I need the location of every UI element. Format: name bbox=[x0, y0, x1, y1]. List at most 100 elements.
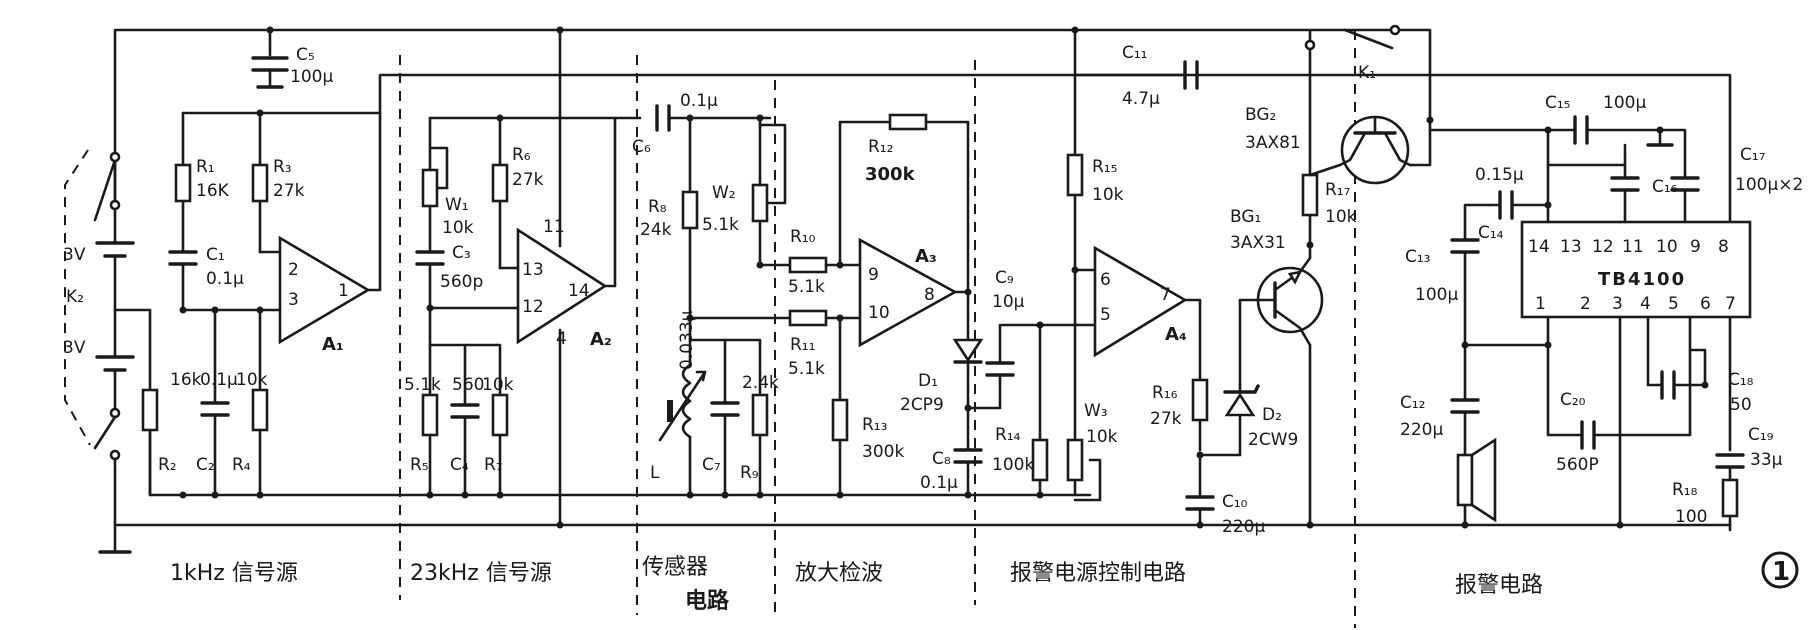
r13-label: R₁₃ bbox=[862, 415, 887, 435]
c4-label: C₄ bbox=[450, 455, 469, 475]
c9-value: 10μ bbox=[992, 292, 1025, 312]
a1-pin-1: 1 bbox=[338, 281, 349, 301]
c17-label: C₁₇ bbox=[1740, 145, 1766, 165]
c18-value: 50 bbox=[1730, 395, 1752, 415]
c2-label: C₂ bbox=[196, 455, 215, 475]
d2-label: D₂ bbox=[1262, 405, 1282, 425]
c15-label: C₁₅ bbox=[1545, 93, 1571, 113]
w1-value: 10k bbox=[442, 218, 474, 238]
d1-label: D₁ bbox=[918, 371, 938, 391]
c3-label: C₃ bbox=[452, 243, 471, 263]
caption-power-control: 报警电源控制电路 bbox=[1010, 561, 1186, 586]
r8-value: 24k bbox=[640, 220, 672, 240]
r5-value: 5.1k bbox=[404, 375, 441, 395]
supply-rails bbox=[98, 28, 1732, 554]
a2-label: A₂ bbox=[590, 329, 612, 350]
r6-label: R₆ bbox=[512, 145, 531, 165]
c20-value: 560P bbox=[1556, 455, 1599, 475]
caption-sensor: 传感器 bbox=[642, 555, 708, 580]
svg-text:9: 9 bbox=[1690, 237, 1701, 257]
a1-pin-2: 2 bbox=[288, 260, 299, 280]
r9-label: R₉ bbox=[740, 463, 759, 483]
r4-value: 10k bbox=[236, 370, 268, 390]
c8-label: C₈ bbox=[932, 449, 951, 469]
r17-value: 10k bbox=[1325, 207, 1357, 227]
svg-text:14: 14 bbox=[1528, 237, 1550, 257]
svg-text:5: 5 bbox=[1668, 294, 1679, 314]
a3-pin-9: 9 bbox=[868, 265, 879, 285]
c15-value: 100μ bbox=[1603, 93, 1646, 113]
w2-value: 5.1k bbox=[702, 215, 739, 235]
a4-pin-7: 7 bbox=[1160, 285, 1171, 305]
d2-value: 2CW9 bbox=[1248, 430, 1298, 450]
r3-label: R₃ bbox=[273, 157, 292, 177]
c12-label: C₁₂ bbox=[1400, 393, 1426, 413]
a2-pin-4: 4 bbox=[556, 329, 567, 349]
c20-label: C₂₀ bbox=[1560, 390, 1586, 410]
a1-label: A₁ bbox=[322, 334, 344, 355]
c13-label: C₁₃ bbox=[1405, 247, 1431, 267]
r17-label: R₁₇ bbox=[1325, 180, 1351, 200]
caption-23khz-source: 23kHz 信号源 bbox=[410, 561, 552, 586]
svg-text:13: 13 bbox=[1560, 237, 1582, 257]
w3-value: 10k bbox=[1086, 427, 1118, 447]
svg-text:7: 7 bbox=[1725, 294, 1736, 314]
a2-pin-13: 13 bbox=[522, 260, 544, 280]
r18-label: R₁₈ bbox=[1672, 480, 1698, 500]
r14-label: R₁₄ bbox=[995, 425, 1021, 445]
r3-value: 27k bbox=[273, 181, 305, 201]
c11-value: 4.7μ bbox=[1122, 89, 1160, 109]
section-23khz: W₁ 10k C₃ 560p R₆ 27k 13 12 14 11 4 A₂ bbox=[404, 26, 642, 529]
section-sensor: 0.1μ C₆ R₈ 24k W₂ 5.1k L 0.033μ C₇ bbox=[632, 91, 792, 499]
battery2-voltage: 3V bbox=[63, 338, 86, 358]
a4-label: A₄ bbox=[1165, 324, 1187, 345]
l-label: L bbox=[650, 463, 660, 483]
bg1-label: BG₁ bbox=[1230, 207, 1261, 227]
section-1khz: C₅ 100μ R₁ 16K C₁ 0.1μ R₃ 27k 2 3 1 A₁ bbox=[141, 26, 382, 499]
section-amplifier: R₁₀ 5.1k R₁₁ 5.1k 9 10 8 A₃ R₁₂ 300k R₁₃… bbox=[756, 113, 1002, 499]
r9-value: 2.4k bbox=[742, 373, 779, 393]
battery-section: 3V 3V K₂ bbox=[63, 149, 152, 472]
d1-value: 2CP9 bbox=[900, 395, 944, 415]
r12-value: 300k bbox=[865, 164, 916, 185]
c16-label: C₁₆ bbox=[1652, 177, 1678, 197]
w3-label: W₃ bbox=[1084, 401, 1108, 421]
r16-label: R₁₆ bbox=[1152, 383, 1178, 403]
caption-1khz-source: 1kHz 信号源 bbox=[170, 561, 298, 586]
a1-pin-3: 3 bbox=[288, 290, 299, 310]
section-alarm: 14 13 12 11 10 9 8 TB4100 1 2 3 4 5 6 7 … bbox=[1400, 93, 1803, 529]
a4-pin-6: 6 bbox=[1100, 270, 1111, 290]
caption-alarm-circuit: 报警电路 bbox=[1455, 573, 1543, 598]
a2-pin-11: 11 bbox=[543, 217, 565, 237]
c5-label: C₅ bbox=[296, 45, 315, 65]
switch-k2-label: K₂ bbox=[66, 287, 84, 307]
c3-value: 560p bbox=[440, 272, 483, 292]
r7-label: R₇ bbox=[484, 455, 503, 475]
bg2-label: BG₂ bbox=[1245, 105, 1276, 125]
svg-text:3: 3 bbox=[1612, 294, 1623, 314]
svg-text:2: 2 bbox=[1580, 294, 1591, 314]
r7-value: 10k bbox=[482, 375, 514, 395]
r18-value: 100 bbox=[1675, 507, 1707, 527]
c5-value: 100μ bbox=[290, 67, 333, 87]
r11-value: 5.1k bbox=[788, 359, 825, 379]
figure-number: 1 bbox=[1772, 557, 1790, 587]
r1-label: R₁ bbox=[196, 157, 215, 177]
c1-value: 0.1μ bbox=[206, 269, 244, 289]
r16-value: 27k bbox=[1150, 409, 1182, 429]
a4-pin-5: 5 bbox=[1100, 305, 1111, 325]
r15-label: R₁₅ bbox=[1092, 157, 1117, 177]
r2-value: 16k bbox=[170, 370, 202, 390]
battery1-voltage: 3V bbox=[63, 245, 86, 265]
r12-label: R₁₂ bbox=[868, 137, 893, 157]
c10-value: 220μ bbox=[1222, 517, 1265, 537]
c7-value: 0.033μ bbox=[677, 310, 697, 370]
c10-label: C₁₀ bbox=[1222, 492, 1248, 512]
c11-label: C₁₁ bbox=[1122, 43, 1148, 63]
c6-value: 0.1μ bbox=[680, 91, 718, 111]
r14-value: 100k bbox=[992, 455, 1034, 475]
c13-value: 100μ bbox=[1415, 285, 1458, 305]
r8-label: R₈ bbox=[648, 197, 667, 217]
c7-label: C₇ bbox=[702, 455, 721, 475]
